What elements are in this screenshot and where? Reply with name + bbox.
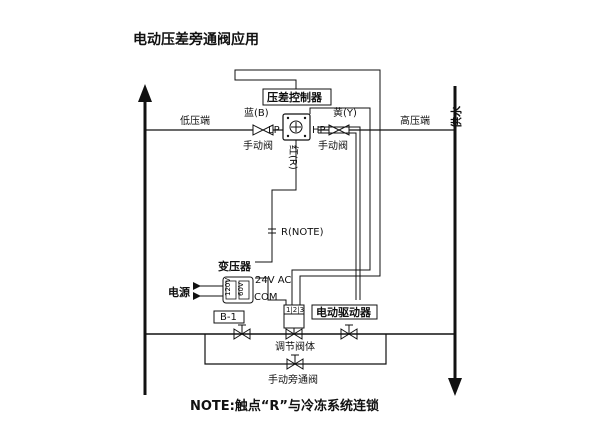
svg-text:B-1: B-1 <box>220 312 237 323</box>
valve-body-label: 调节阀体 <box>275 340 315 353</box>
supply-water-label: 供水 <box>449 105 463 129</box>
transformer-label: 变压器 <box>218 259 252 273</box>
gate-valve-right <box>340 324 358 340</box>
actuator: 1|2|3 电动驱动器 <box>283 304 378 329</box>
controller-label: 压差控制器 <box>267 90 323 104</box>
manual-valve-left <box>252 124 283 136</box>
hp-label: HP <box>312 125 326 136</box>
transformer-coil-a: 120V <box>224 278 232 296</box>
yellow-wire-label: 黄(Y) <box>333 106 357 119</box>
power-source-leads <box>193 282 223 300</box>
high-pressure-label: 高压端 <box>400 114 430 127</box>
svg-text:供水: 供水 <box>449 105 463 129</box>
blue-wire-label: 蓝(B) <box>244 107 269 119</box>
manual-bypass-valve <box>286 354 304 370</box>
b1-box: B-1 <box>213 310 245 324</box>
power-source-label: 电源 <box>168 285 190 299</box>
gate-valve-left <box>233 324 251 340</box>
diagram-title: 电动压差旁通阀应用 <box>133 31 259 48</box>
control-wiring <box>234 69 381 305</box>
control-valve-body <box>285 328 303 340</box>
right-pipe <box>448 86 462 396</box>
r-note-contact: R(NOTE) <box>268 227 324 238</box>
manual-bypass-valve-label: 手动旁通阀 <box>268 373 318 386</box>
transformer: 变压器 120V 60V 24V AC COM <box>218 259 291 304</box>
note-text: NOTE:触点“R”与冷冻系统连锁 <box>190 398 379 414</box>
manual-valve-left-label: 手动阀 <box>243 139 273 152</box>
pressure-controller: 压差控制器 蓝(B) 黄(Y) LP HP <box>244 88 357 141</box>
low-pressure-label: 低压端 <box>180 114 210 127</box>
manual-valve-right-label: 手动阀 <box>318 139 348 152</box>
v24ac-label: 24V AC <box>255 275 291 286</box>
r-note-label: R(NOTE) <box>281 227 324 238</box>
terminal-numbers: 1|2|3 <box>286 306 304 314</box>
actuator-label: 电动驱动器 <box>316 305 372 319</box>
com-label: COM <box>254 292 277 303</box>
lp-label: LP <box>268 125 280 136</box>
red-wire-label: 红(R) <box>287 145 300 170</box>
transformer-coil-b: 60V <box>237 282 245 296</box>
left-pipe <box>138 84 152 395</box>
